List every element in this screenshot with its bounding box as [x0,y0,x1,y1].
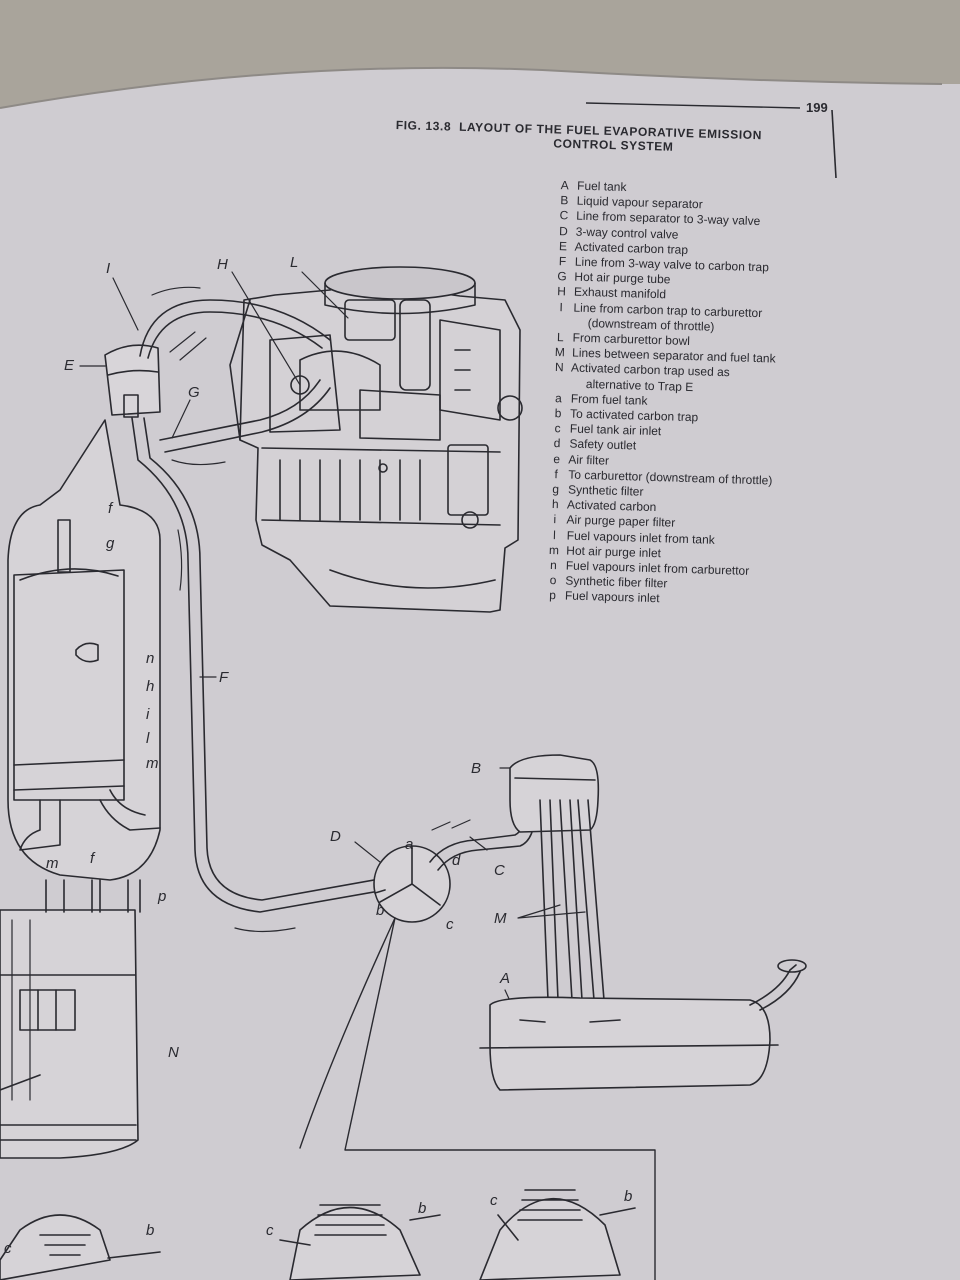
callout-a: a [405,836,414,853]
callout-g: g [106,535,115,552]
liquid-vapour-separator-b [509,754,600,833]
legend-key: N [554,360,564,375]
valve-detail-left [0,1214,161,1280]
legend-key: A [560,178,569,193]
callout-c-detail-3: c [490,1192,498,1209]
callout-D: D [330,828,341,845]
legend-text: Air filter [568,452,610,468]
legend-text: Hot air purge inlet [566,543,662,561]
legend-text: Activated carbon [566,497,657,515]
callout-d: d [452,852,461,869]
callout-f-lower: f [90,850,95,867]
legend-key: g [552,482,560,497]
page-number: 199 [806,100,828,115]
callout-b-detail-2: b [418,1200,427,1217]
legend-key: I [559,299,564,314]
legend-key: E [558,238,568,254]
callout-L: L [290,254,299,271]
legend-key: H [557,284,567,299]
callout-m-upper: m [146,755,159,772]
carbon-trap-cutaway [7,419,161,881]
legend-key: G [557,269,567,284]
legend-key: m [548,542,560,558]
legend-text: Fuel tank air inlet [569,421,662,439]
callout-n: n [146,650,155,667]
three-way-valve-d [373,845,451,923]
callout-I: I [106,260,111,277]
callout-E: E [64,357,75,374]
callout-B: B [471,760,482,777]
fuel-tank-a [479,959,807,1091]
legend-text: Exhaust manifold [573,285,667,302]
legend-key: F [558,254,567,269]
legend-key: b [554,406,562,421]
legend-text: From fuel tank [570,391,648,408]
carbon-trap-n [0,879,141,1159]
callout-c-detail-2: c [266,1222,274,1239]
legend-key: h [551,497,559,512]
legend-text: 3-way control valve [575,224,679,242]
legend-key: d [553,436,561,451]
callout-A: A [500,970,511,987]
legend-key: l [552,527,556,542]
legend-text: Fuel vapours inlet [564,588,660,606]
callout-l: l [146,730,150,747]
lines-m [539,799,605,1001]
legend-text: Synthetic fiber filter [565,573,668,591]
legend-key: D [558,223,568,238]
line-i [139,299,331,357]
callout-c-detail-1: c [4,1240,12,1257]
callout-c: c [446,916,454,933]
valve-detail-mid [279,1204,441,1280]
legend-text: Synthetic filter [567,482,644,499]
callout-m-lower: m [46,855,59,872]
legend-text: Safety outlet [569,436,637,453]
callout-C: C [494,862,505,879]
legend-key: n [549,558,558,573]
legend-key: a [554,390,563,406]
legend-key: L [556,330,564,345]
legend-key: C [559,208,569,223]
legend-text: Air purge paper filter [566,512,676,531]
engine-drawing [229,266,523,613]
legend-key: o [549,573,557,588]
line-f [131,417,386,913]
callout-f-upper: f [108,500,113,517]
legend-key: B [560,193,569,208]
legend-key: c [554,421,561,436]
legend-key: e [553,451,561,466]
callout-p: p [158,888,167,905]
legend-key: M [554,345,566,360]
line-i-outer [147,311,323,359]
callout-b-detail-3: b [624,1188,633,1205]
callout-h: h [146,678,155,695]
callout-b: b [376,902,385,919]
callout-b-detail-1: b [146,1222,155,1239]
callout-F: F [219,669,229,686]
callout-H: H [217,256,228,273]
figure-number: FIG. 13.8 [395,118,452,134]
valve-detail-right [479,1189,636,1280]
legend-text: Hot air purge tube [574,269,671,287]
callout-M: M [494,910,507,927]
legend-key: i [553,512,557,527]
legend-key: p [549,588,557,603]
callout-N: N [168,1044,179,1061]
legend-text: Fuel tank [576,178,627,195]
callout-i: i [146,706,150,723]
legend-key: f [554,466,559,482]
hot-air-purge-tube-g [159,379,321,441]
callout-G: G [188,384,200,401]
carbon-trap-e [104,344,161,418]
